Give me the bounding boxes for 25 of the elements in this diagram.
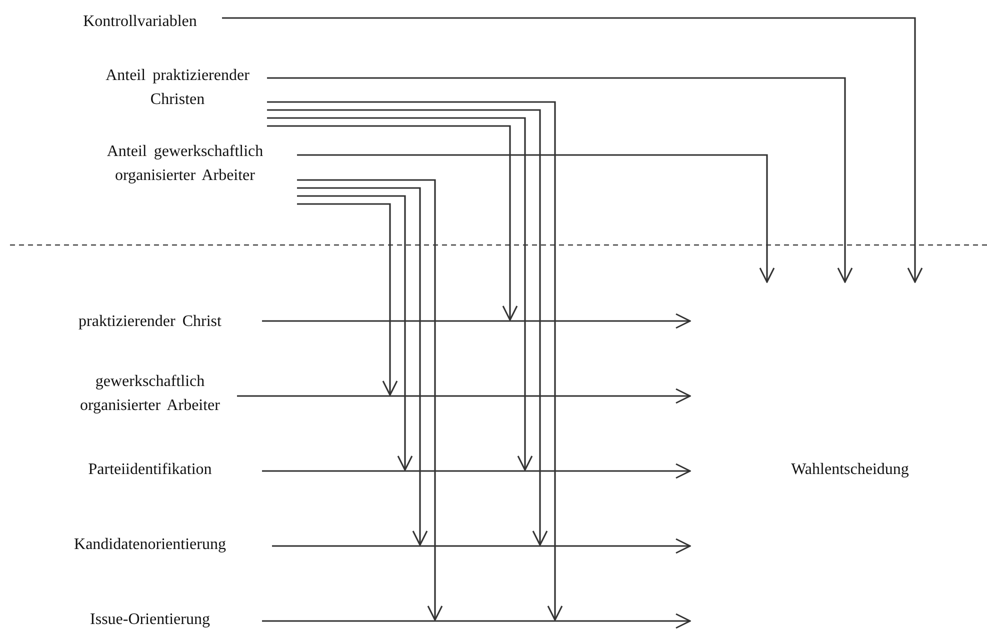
arrow	[297, 195, 413, 471]
arrow	[272, 538, 691, 554]
variable-label: praktizierender Christ	[40, 310, 260, 334]
variable-label: Kandidatenorientierung	[30, 533, 270, 557]
arrow	[267, 101, 563, 621]
variable-label: Anteil praktizierender Christen	[90, 64, 265, 112]
variable-label: gewerkschaftlich organisierter Arbeiter	[65, 370, 235, 418]
variable-label: Kontrollvariablen	[60, 10, 220, 34]
outcome-label: Wahlentscheidung	[750, 458, 950, 482]
arrow	[237, 388, 691, 404]
arrow	[297, 179, 443, 621]
arrow	[222, 17, 923, 283]
arrow	[297, 187, 428, 546]
arrow	[267, 117, 533, 471]
arrow	[267, 77, 853, 283]
arrow	[267, 125, 518, 321]
arrow	[262, 313, 691, 329]
arrow	[297, 154, 775, 283]
variable-label: Parteiidentifikation	[40, 458, 260, 482]
arrow	[262, 463, 691, 479]
arrow	[267, 109, 548, 546]
variable-label: Anteil gewerkschaftlich organisierter Arbeiter	[75, 140, 295, 188]
arrow	[262, 613, 691, 629]
arrow	[297, 203, 398, 396]
variable-label: Issue-Orientierung	[40, 608, 260, 632]
